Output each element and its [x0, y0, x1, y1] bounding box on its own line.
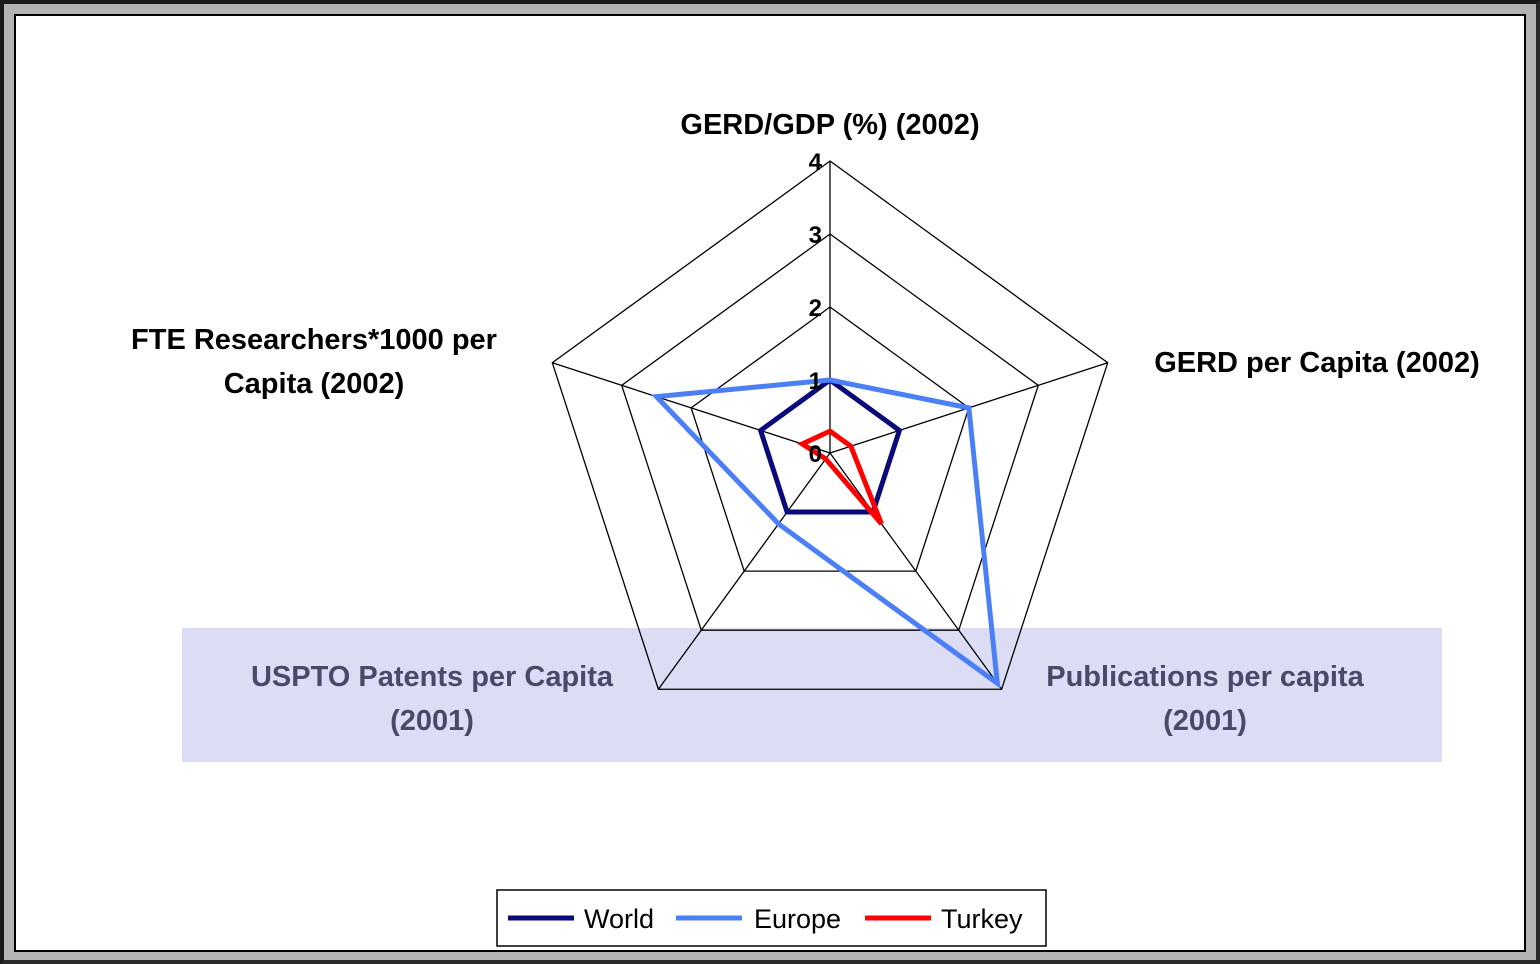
axis-spoke-3: [829, 452, 1003, 690]
legend-label-turkey: Turkey: [941, 904, 1023, 934]
axis-labels: GERD/GDP (%) (2002) GERD per Capita (2002…: [131, 109, 1480, 737]
tick-label-4: 4: [809, 149, 823, 176]
legend: World Europe Turkey: [496, 889, 1047, 947]
legend-label-world: World: [584, 904, 654, 934]
axis-label-5-line-1: FTE Researchers*1000 per: [131, 324, 497, 356]
legend-box: [496, 889, 1047, 947]
axis-label-4-line-2: (2001): [390, 705, 474, 737]
series-turkey-line: [797, 428, 884, 526]
radar-series: [651, 376, 1001, 689]
tick-label-2: 2: [809, 295, 822, 322]
series-world-line: [757, 376, 903, 515]
axis-label-4-line-1: USPTO Patents per Capita: [251, 661, 614, 693]
radar-ticks: 0 1 2 3 4: [809, 149, 823, 468]
tick-label-1: 1: [809, 368, 822, 395]
tick-label-3: 3: [809, 222, 822, 249]
highlight-band: [182, 628, 1442, 762]
tick-label-0: 0: [809, 441, 822, 468]
grid-ring-4: [551, 160, 1109, 690]
axis-spoke-5: [552, 362, 831, 454]
chart-area: [14, 14, 1526, 952]
grid-ring-3: [620, 233, 1040, 631]
legend-label-europe: Europe: [754, 904, 841, 934]
axis-label-3-line-2: (2001): [1163, 705, 1247, 737]
axis-label-5-line-2: Capita (2002): [224, 368, 405, 400]
radar-grid: [551, 160, 1109, 690]
axis-spoke-4: [657, 452, 831, 690]
axis-label-3-line-1: Publications per capita: [1046, 661, 1364, 693]
axis-label-2-line-1: GERD per Capita (2002): [1154, 347, 1480, 379]
series-europe-line: [651, 377, 1001, 689]
axis-label-1-line-1: GERD/GDP (%) (2002): [680, 109, 979, 141]
